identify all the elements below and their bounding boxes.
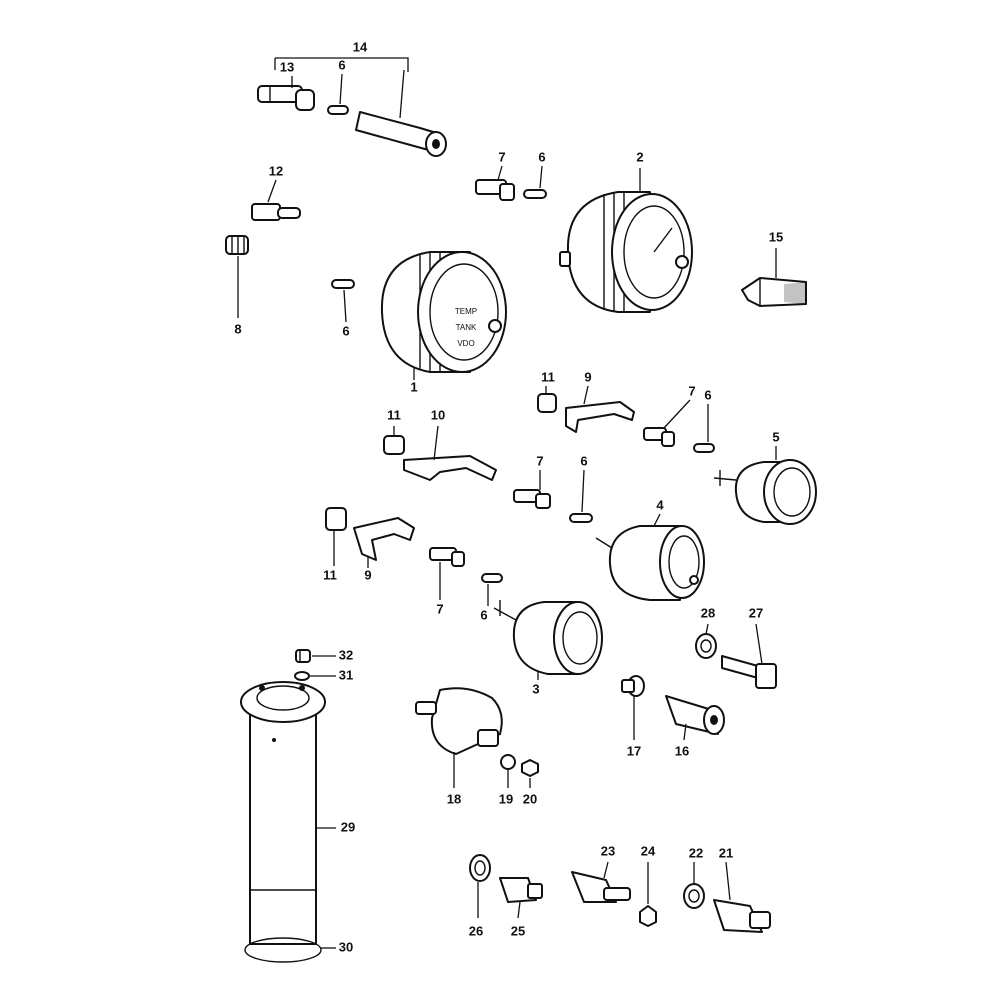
part-9-bracket-upper [565,401,635,433]
callout-26: 26 [469,923,483,938]
part-30-gasket [244,937,322,963]
part-2-tachometer [559,191,693,313]
part-1-combination-gauge: TEMP TANK VDO [380,251,507,373]
callout-25: 25 [511,923,525,938]
callout-15: 15 [769,229,783,244]
callout-6e: 6 [580,453,587,468]
part-12-bulb-holder-left [251,203,301,221]
part-6-bulb-right [693,443,715,453]
part-28-sealing-ring [695,633,717,659]
callout-10: 10 [431,407,445,422]
callout-19: 19 [499,791,513,806]
callout-12: 12 [269,163,283,178]
callout-14: 14 [353,39,368,54]
part-31-washer [294,671,310,681]
part-7-bulb-holder-middle [513,489,551,509]
callout-6f: 6 [480,607,487,622]
part-8-knurled-nut [225,235,249,255]
part-10-bracket [403,455,497,481]
part-6-bulb-middle [569,513,593,523]
part-21-temperature-switch [713,899,771,933]
callout-20: 20 [523,791,537,806]
callout-5: 5 [772,429,779,444]
callout-8: 8 [234,321,241,336]
part-6-bulb-upper [523,189,547,199]
part-32-screw [295,649,311,663]
callout-24: 24 [641,843,656,858]
part-22-sealing-ring [683,883,705,909]
part-20-nut [521,759,539,777]
callout-29: 29 [341,819,355,834]
dial-label-tank: TANK [456,323,477,332]
part-11-knurled-nut-lower [325,507,347,531]
callout-6c: 6 [342,323,349,338]
part-6-bulb-top [327,105,349,115]
callout-6a: 6 [338,57,345,72]
callout-6b: 6 [538,149,545,164]
dial-label-temp: TEMP [455,307,477,316]
callout-23: 23 [601,843,615,858]
part-23-temperature-sender [571,871,631,903]
part-6-bulb-left [331,279,355,289]
callout-2: 2 [636,149,643,164]
part-6-bulb-lower [481,573,503,583]
callout-labels: 14 13 6 7 6 2 12 15 8 6 1 11 9 7 6 5 11 … [234,39,783,954]
callout-3: 3 [532,681,539,696]
part-14-lamp-holder [355,111,447,157]
callout-11b: 11 [387,407,401,422]
part-11-knurled-nut-upper [537,393,557,413]
callout-9b: 9 [364,567,371,582]
callout-7d: 7 [436,601,443,616]
callout-22: 22 [689,845,703,860]
callout-4: 4 [656,497,664,512]
callout-11a: 11 [541,369,555,384]
callout-16: 16 [675,743,689,758]
callout-32: 32 [339,647,353,662]
callout-11c: 11 [323,567,337,582]
callout-30: 30 [339,939,353,954]
callout-27: 27 [749,605,763,620]
callout-21: 21 [719,845,733,860]
part-7-bulb-holder-lower [429,547,465,567]
part-25-oil-pressure-switch [499,877,543,903]
callout-17: 17 [627,743,641,758]
part-17-sender-screw [621,675,645,697]
callout-6d: 6 [704,387,711,402]
callout-9a: 9 [584,369,591,384]
callout-7c: 7 [536,453,543,468]
callout-28: 28 [701,605,715,620]
callout-31: 31 [339,667,353,682]
part-18-pressure-sender [415,687,503,755]
callout-7b: 7 [688,383,695,398]
part-29-fuel-level-sender [240,681,326,945]
part-27-temperature-sender [721,655,777,689]
part-9-bracket-lower [353,517,415,561]
part-4-oil-pressure-gauge [595,525,705,601]
callout-18: 18 [447,791,461,806]
callout-1: 1 [410,379,417,394]
part-11-knurled-nut-middle [383,435,405,455]
part-7-bulb-holder-upper [475,179,515,201]
part-15-switch-cap [741,277,807,307]
dial-label-maker: VDO [457,339,474,348]
part-5-oil-temp-gauge [713,459,817,525]
part-3-fuel-gauge [493,600,603,675]
part-7-bulb-holder-right [643,427,675,447]
callout-7a: 7 [498,149,505,164]
part-26-sealing-ring [469,854,491,882]
part-16-switch-housing [665,695,725,735]
part-24-nut [639,905,657,927]
part-13-bulb-socket [257,85,315,111]
callout-13: 13 [280,59,294,74]
part-19-washer [500,754,516,770]
